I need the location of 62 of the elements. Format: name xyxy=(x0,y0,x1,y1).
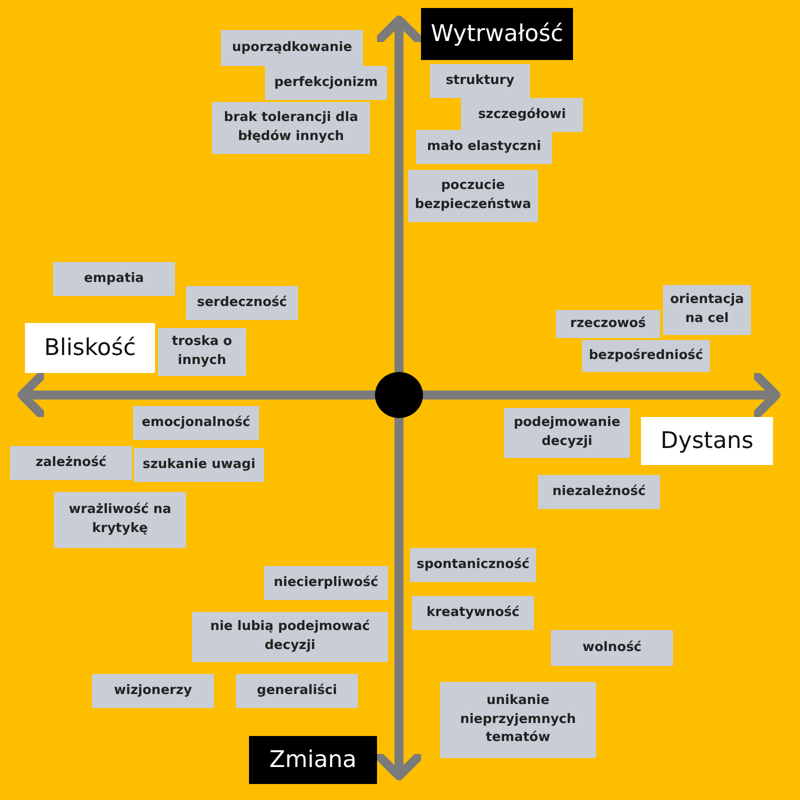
trait-tag xyxy=(134,448,264,482)
trait-tag xyxy=(264,566,388,600)
trait-text: bezpośredniość xyxy=(588,346,704,365)
trait-text: wizjonerzy xyxy=(114,682,192,700)
trait-tag xyxy=(212,102,370,154)
trait-text: niezależność xyxy=(552,482,646,501)
trait-text: mało elastyczni xyxy=(426,138,542,156)
trait-text: wolność xyxy=(582,638,642,657)
trait-text: troska o innych xyxy=(170,333,234,370)
axis-label-box xyxy=(25,323,155,373)
trait-tag xyxy=(410,548,536,582)
trait-tag xyxy=(221,30,363,66)
trait-tag xyxy=(133,406,259,440)
trait-text: generaliści xyxy=(256,682,338,700)
trait-text: wrażliwość na krytykę xyxy=(68,501,172,538)
trait-text: szczegółowi xyxy=(478,106,566,124)
trait-tag xyxy=(538,475,660,509)
trait-tag xyxy=(440,682,596,758)
trait-text: zależność xyxy=(36,454,106,472)
trait-tag xyxy=(412,596,534,630)
trait-tag xyxy=(551,630,673,666)
axis-label-box xyxy=(249,736,377,784)
trait-tag xyxy=(408,170,538,222)
axis-label: Wytrwałość xyxy=(430,21,564,47)
trait-tag xyxy=(265,66,387,100)
trait-tag xyxy=(236,674,358,708)
trait-tag xyxy=(158,328,246,376)
trait-text: spontaniczność xyxy=(416,556,530,574)
trait-text: niecierpliwość xyxy=(274,574,378,592)
trait-tag xyxy=(54,492,186,548)
axis-label: Bliskość xyxy=(44,335,136,361)
trait-text: szukanie uwagi xyxy=(142,456,256,474)
trait-text: orientacja na cel xyxy=(669,291,745,328)
trait-text: perfekcjonizm xyxy=(274,74,378,92)
trait-text: podejmowanie decyzji xyxy=(512,414,622,451)
trait-text: kreatywność xyxy=(426,604,520,622)
trait-tag xyxy=(582,340,710,372)
trait-tag xyxy=(192,612,388,662)
axis-label-box xyxy=(421,8,573,60)
axis-label-box xyxy=(641,417,773,465)
trait-tag xyxy=(92,674,214,708)
trait-tag xyxy=(186,286,298,320)
trait-tag xyxy=(504,408,630,458)
center-dot xyxy=(375,372,423,418)
trait-text: serdeczność xyxy=(197,294,287,312)
trait-text: emocjonalność xyxy=(142,414,250,432)
trait-text: unikanie nieprzyjemnych tematów xyxy=(459,692,577,748)
trait-text: poczucie bezpieczeństwa xyxy=(414,177,532,214)
trait-text: struktury xyxy=(446,72,514,90)
trait-text: brak tolerancji dla błędów innych xyxy=(222,109,360,146)
trait-tag xyxy=(556,310,660,338)
axis-label: Zmiana xyxy=(269,747,357,773)
trait-tag xyxy=(10,446,132,480)
trait-tag xyxy=(53,262,175,296)
trait-tag xyxy=(430,64,530,98)
trait-text: rzeczowoś xyxy=(570,314,646,333)
axis-label: Dystans xyxy=(660,428,754,454)
trait-tag xyxy=(663,285,751,335)
trait-text: nie lubią podejmować decyzji xyxy=(209,618,371,655)
trait-tag xyxy=(416,130,552,164)
trait-text: uporządkowanie xyxy=(232,38,352,57)
trait-text: empatia xyxy=(84,270,144,288)
